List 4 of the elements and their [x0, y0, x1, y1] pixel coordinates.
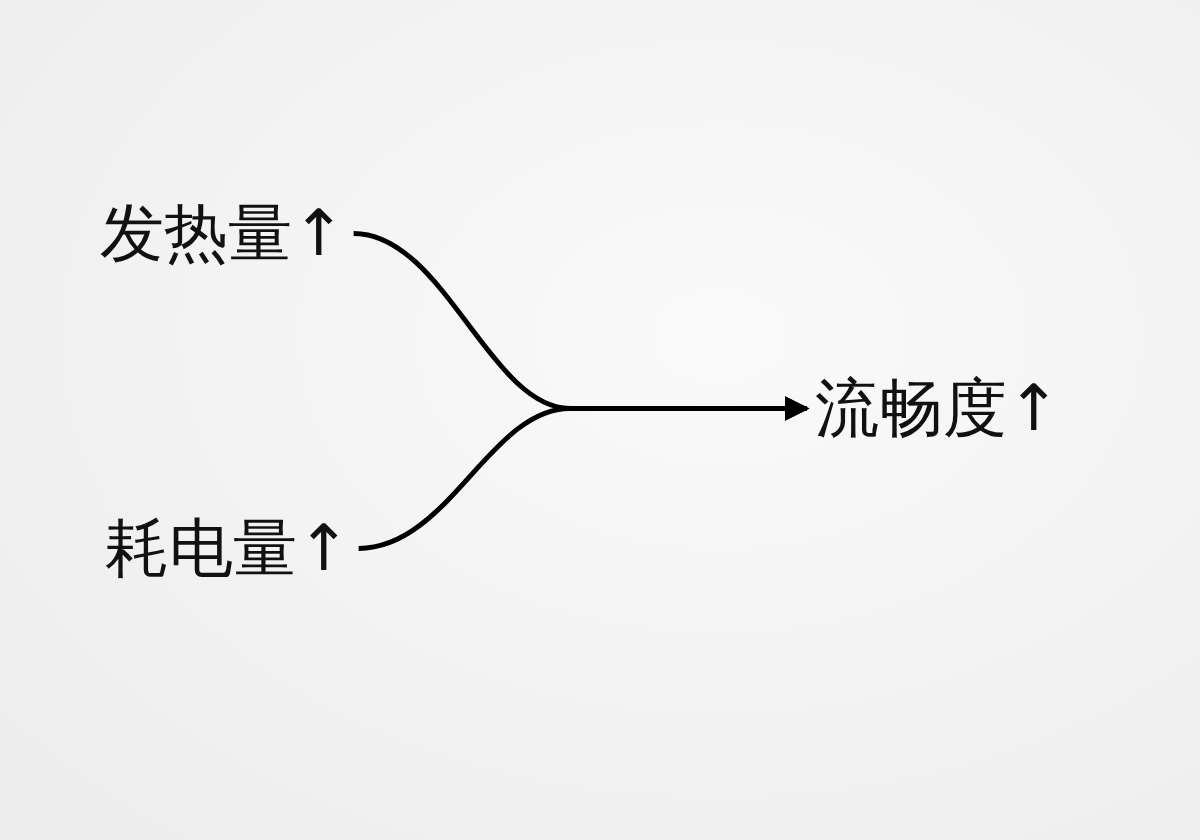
node-text: 发热量↑ — [100, 195, 346, 272]
node-text: 耗电量↑ — [105, 510, 351, 587]
arrow — [358, 395, 810, 551]
node-text: 流畅度↑ — [815, 370, 1061, 447]
